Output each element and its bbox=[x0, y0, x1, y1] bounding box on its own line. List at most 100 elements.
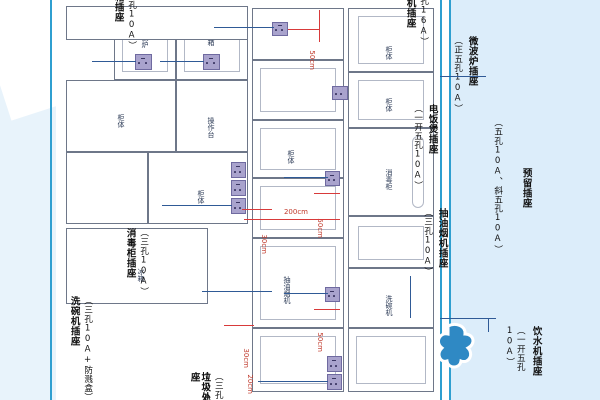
dim-text-200cm: 200cm bbox=[283, 208, 308, 216]
callout-yitiji-title: 一体机插座 bbox=[404, 0, 416, 28]
right-rail-line-inner bbox=[449, 0, 451, 400]
leader-steamer bbox=[160, 61, 204, 62]
plan-label-xiaodugui: 消毒柜 bbox=[385, 169, 393, 190]
dim-line-200cm bbox=[244, 219, 340, 220]
dim-tick-30cm-b bbox=[224, 325, 254, 326]
dim-tick-50cm-a bbox=[288, 29, 320, 30]
plan-label-xiwanji: 洗碗机 bbox=[385, 295, 393, 316]
plan-box-counter-top bbox=[176, 80, 248, 152]
leader-line-yitiji bbox=[440, 76, 486, 77]
plan-box-trash-inner bbox=[356, 336, 426, 384]
leader-fridge bbox=[214, 27, 274, 28]
dim-tick-50cm-c bbox=[314, 309, 340, 310]
callout-yuliu-spec-text: （五孔10A、斜五孔10A） bbox=[492, 118, 503, 254]
plan-label-gti-3: 柜体 bbox=[197, 190, 205, 204]
socket-fridge[interactable] bbox=[272, 22, 288, 36]
callout-xiaodugui: 消毒柜插座 bbox=[124, 228, 145, 328]
callout-yitiji-spec-text: （三孔16A） bbox=[418, 0, 429, 46]
cloud-flower-icon bbox=[436, 320, 476, 370]
callout-yinshui-spec-text: （一开五孔10A） bbox=[504, 326, 526, 372]
dim-text-30cm-a: 30cm bbox=[260, 234, 268, 254]
leader-line-yinshui-v bbox=[488, 318, 489, 332]
callout-xiwanji: 洗碗机插座 bbox=[68, 296, 89, 400]
callout-bingxiang-title: 冰箱插座 bbox=[112, 0, 124, 22]
plan-box-cabinet-e-inner bbox=[260, 128, 336, 170]
callout-chouyouyan-spec: （三孔10A） bbox=[422, 208, 443, 318]
dim-text-50cm-b: 50cm bbox=[316, 218, 324, 238]
callout-diafanbao-spec-text: （一开五孔10A） bbox=[412, 104, 423, 191]
socket-sterilizer[interactable] bbox=[325, 171, 340, 186]
callout-chouyouyan-title: 抽油烟机插座 bbox=[436, 208, 448, 268]
callout-bingxiang-spec-text: （三孔10A） bbox=[126, 0, 137, 50]
callout-weibolu-spec: （正五孔10A） bbox=[452, 36, 473, 132]
callout-lajichuli-spec-text: （三孔10A） bbox=[202, 372, 224, 400]
callout-yinshui: 饮水机插座 bbox=[530, 326, 551, 398]
leader-hood bbox=[202, 291, 272, 292]
callout-weibolu: 微波炉插座 bbox=[466, 36, 487, 132]
callout-yuliu-title: 预留插座 bbox=[520, 168, 532, 208]
leader-disposal bbox=[258, 381, 328, 382]
dim-text-30cm-b: 30cm bbox=[242, 348, 250, 368]
callout-yitiji-spec: （三孔16A） bbox=[418, 0, 439, 74]
plan-box-counter-left-inner bbox=[358, 226, 424, 260]
plan-label-caozuotai: 操作台 bbox=[207, 117, 215, 138]
callout-xiaodugui-title: 消毒柜插座 bbox=[124, 228, 136, 278]
callout-yinshui-title: 饮水机插座 bbox=[530, 326, 542, 376]
callout-xiwanji-spec: （三孔10A+防溅盒） bbox=[82, 296, 103, 400]
callout-weibolu-spec-text: （正五孔10A） bbox=[452, 36, 463, 113]
callout-xiwanji-spec-text: （三孔10A+防溅盒） bbox=[82, 296, 93, 400]
socket-dishwasher[interactable] bbox=[325, 287, 340, 302]
callout-bingxiang-spec: （三孔10A） bbox=[126, 0, 147, 52]
socket-disposal-1[interactable] bbox=[327, 356, 342, 372]
socket-reserve-3[interactable] bbox=[231, 162, 246, 178]
left-rail-line-outer bbox=[50, 0, 52, 400]
callout-xiaodugui-spec: （三孔10A） bbox=[138, 228, 159, 328]
plan-label-gti-2: 柜体 bbox=[117, 114, 125, 128]
plan-label-gti-4: 柜体 bbox=[385, 98, 393, 112]
plan-box-wall-strip bbox=[66, 6, 248, 40]
callout-diafanbao: 电饭煲插座 bbox=[426, 104, 447, 210]
callout-bingxiang: 冰箱插座 bbox=[112, 0, 133, 52]
plan-box-cabinet-a-inner bbox=[260, 336, 336, 384]
plan-box-cabinet-j bbox=[66, 152, 148, 224]
callout-weibolu-title: 微波炉插座 bbox=[466, 36, 478, 86]
callout-xiwanji-title: 洗碗机插座 bbox=[68, 296, 80, 346]
callout-yinshui-spec: （一开五孔10A） bbox=[504, 326, 536, 398]
plan-label-gti-5: 柜体 bbox=[287, 150, 295, 164]
floorplan-rotated-content: 洗碗机 消毒柜 柜体 柜体 抽油烟机 柜体 bbox=[56, 0, 440, 400]
plan-box-cabinet-g bbox=[252, 8, 344, 60]
leader-line-chouyouyan-v bbox=[410, 276, 411, 318]
dim-text-50cm-c: 50cm bbox=[316, 332, 324, 352]
plan-label-gti-1: 柜体 bbox=[385, 46, 393, 60]
right-decorative-panel bbox=[451, 0, 600, 400]
dim-text-50cm-a: 50cm bbox=[308, 50, 316, 70]
callout-chouyouyan-spec-text: （三孔10A） bbox=[422, 208, 433, 276]
dim-text-20cm: 20cm bbox=[246, 374, 254, 394]
callout-lajichuli-title: 垃圾处理器插座 bbox=[188, 372, 211, 400]
socket-hood[interactable] bbox=[332, 86, 348, 100]
leader-sterilizer bbox=[284, 177, 328, 178]
leader-dishwasher bbox=[284, 293, 328, 294]
callout-yitiji: 一体机插座 bbox=[404, 0, 425, 74]
socket-steamer[interactable] bbox=[203, 54, 220, 70]
callout-chouyouyan: 抽油烟机插座 bbox=[436, 208, 457, 318]
socket-reserve-2[interactable] bbox=[231, 180, 246, 196]
callout-yuliu: 预留插座 bbox=[520, 168, 541, 288]
plan-box-cabinet-f-inner bbox=[260, 68, 336, 112]
dim-tick-50cm-b bbox=[314, 193, 340, 194]
dim-tick-30cm-a bbox=[242, 209, 272, 210]
right-rail-line-outer bbox=[440, 0, 442, 400]
leader-microwave bbox=[92, 61, 136, 62]
callout-diafanbao-spec: （一开五孔10A） bbox=[412, 104, 433, 210]
dim-line-50cm-a bbox=[319, 10, 320, 42]
leader-reserve bbox=[162, 205, 232, 206]
socket-reserve-1[interactable] bbox=[231, 198, 246, 214]
floorplan-drawing: 洗碗机 消毒柜 柜体 柜体 抽油烟机 柜体 bbox=[56, 0, 440, 400]
socket-disposal-2[interactable] bbox=[327, 374, 342, 390]
socket-microwave[interactable] bbox=[135, 54, 152, 70]
callout-diafanbao-title: 电饭煲插座 bbox=[426, 104, 438, 154]
plan-label-chouyouyanji: 抽油烟机 bbox=[283, 276, 291, 304]
callout-yuliu-spec: （五孔10A、斜五孔10A） bbox=[492, 118, 513, 294]
callout-lajichuli: 垃圾处理器插座 bbox=[188, 372, 220, 400]
